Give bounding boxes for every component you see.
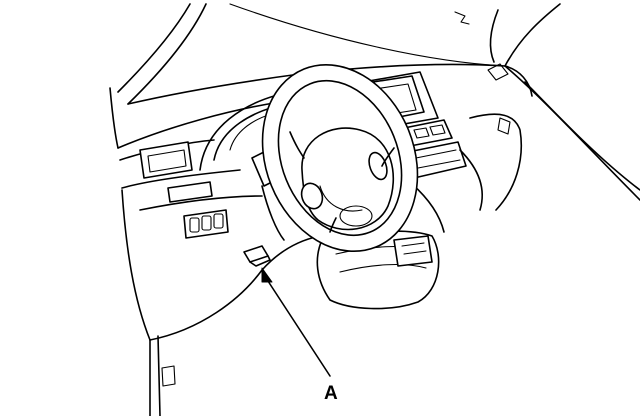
steering-wheel <box>261 63 419 253</box>
component-a <box>243 245 271 267</box>
switch-panel <box>183 209 229 239</box>
center-stack <box>403 113 523 233</box>
dashboard-top <box>117 63 640 201</box>
windshield-frame <box>229 3 561 67</box>
a-pillar <box>109 3 207 149</box>
left-dash-face <box>119 139 263 211</box>
callout-a-leader <box>261 267 331 377</box>
knee-panel <box>121 189 321 416</box>
callout-a-label: A <box>324 383 338 404</box>
